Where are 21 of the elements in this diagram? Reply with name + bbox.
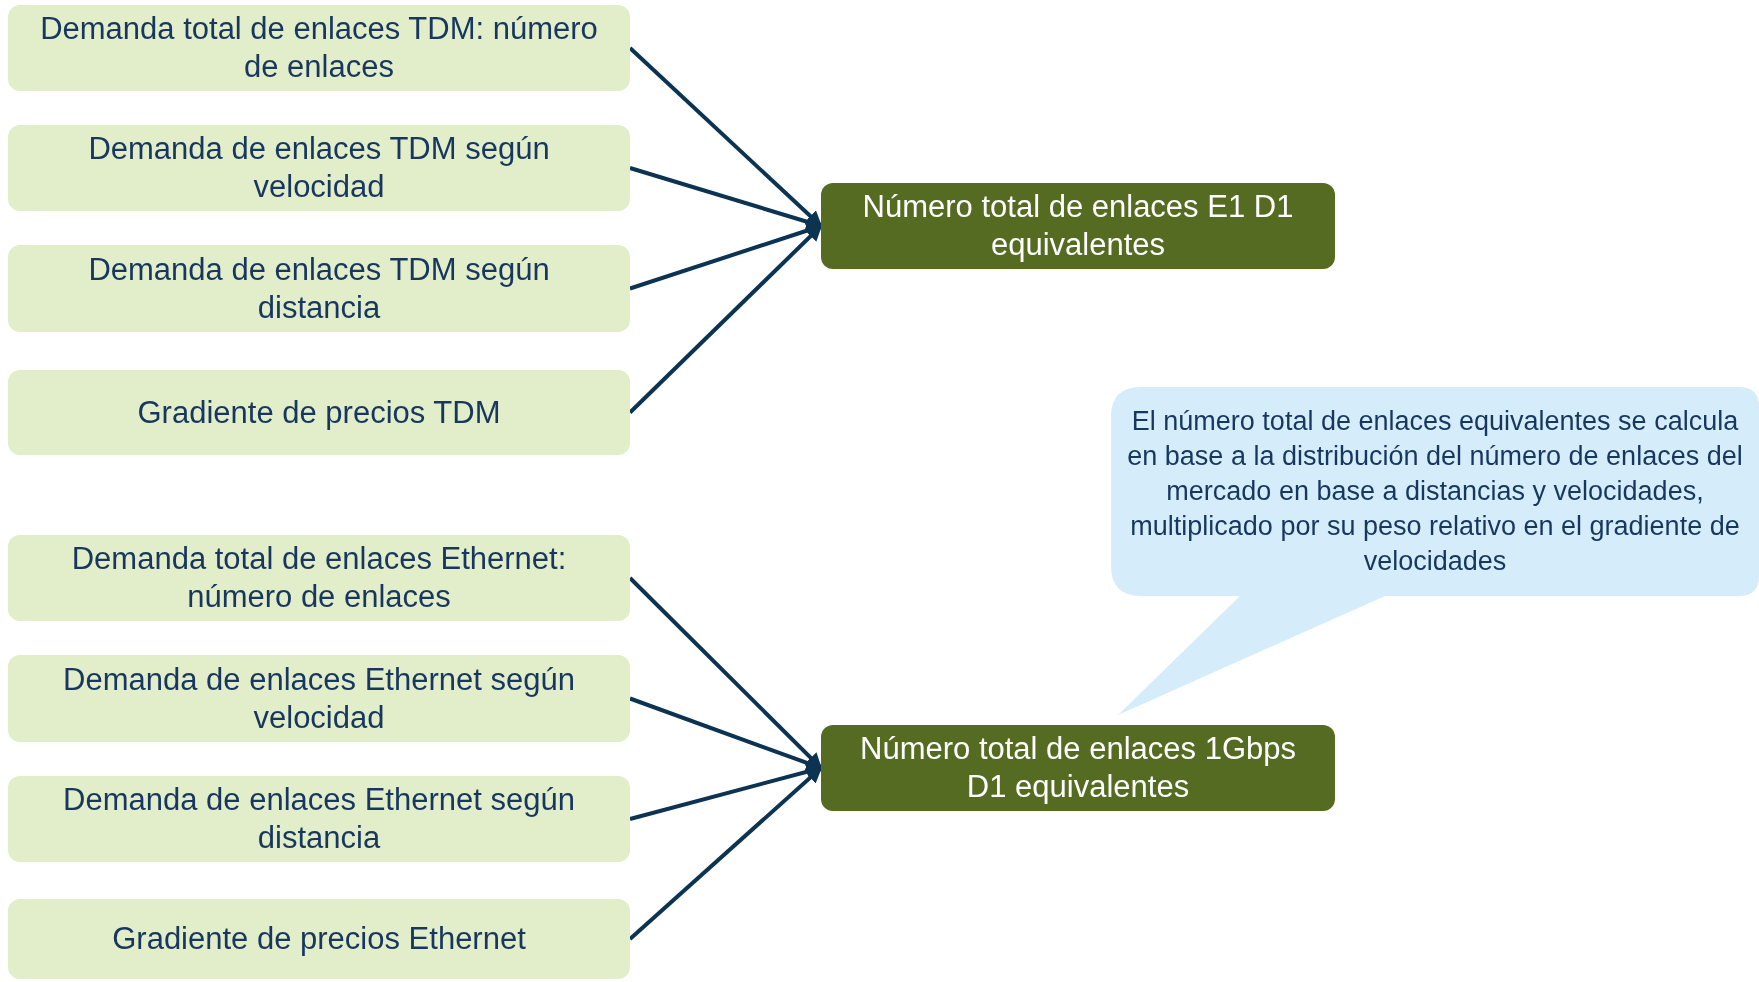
input-box bbox=[8, 899, 630, 979]
node-text: Número total de enlaces 1Gbps D1 equivalentes bbox=[859, 730, 1297, 806]
input-box bbox=[8, 776, 630, 862]
node-text: Gradiente de precios TDM bbox=[137, 393, 501, 432]
node-text: Demanda de enlaces TDM según velocidad bbox=[87, 130, 551, 206]
node-text: El número total de enlaces equivalentes se calcula en base a la distribución del número de enlaces del mercado en base a distancias y velocidades, multiplicado por su peso relativo en el gradiente de velocidades bbox=[1126, 404, 1744, 579]
input-box bbox=[8, 125, 630, 211]
input-box bbox=[8, 245, 630, 332]
node-text: Demanda de enlaces Ethernet según distancia bbox=[62, 781, 576, 857]
input-box bbox=[8, 5, 630, 91]
result-box bbox=[821, 725, 1335, 811]
node-text: Gradiente de precios Ethernet bbox=[112, 920, 526, 958]
node-text: Demanda total de enlaces TDM: número de enlaces bbox=[39, 10, 599, 86]
input-box bbox=[8, 535, 630, 621]
node-text: Número total de enlaces E1 D1 equivalentes bbox=[861, 188, 1295, 264]
node-text: Demanda de enlaces Ethernet según velocidad bbox=[62, 660, 576, 737]
input-box bbox=[8, 655, 630, 742]
node-text: Demanda de enlaces TDM según distancia bbox=[87, 250, 551, 327]
result-box bbox=[821, 183, 1335, 269]
node-text: Demanda total de enlaces Ethernet: número de enlaces bbox=[70, 540, 568, 616]
input-box bbox=[8, 370, 630, 455]
